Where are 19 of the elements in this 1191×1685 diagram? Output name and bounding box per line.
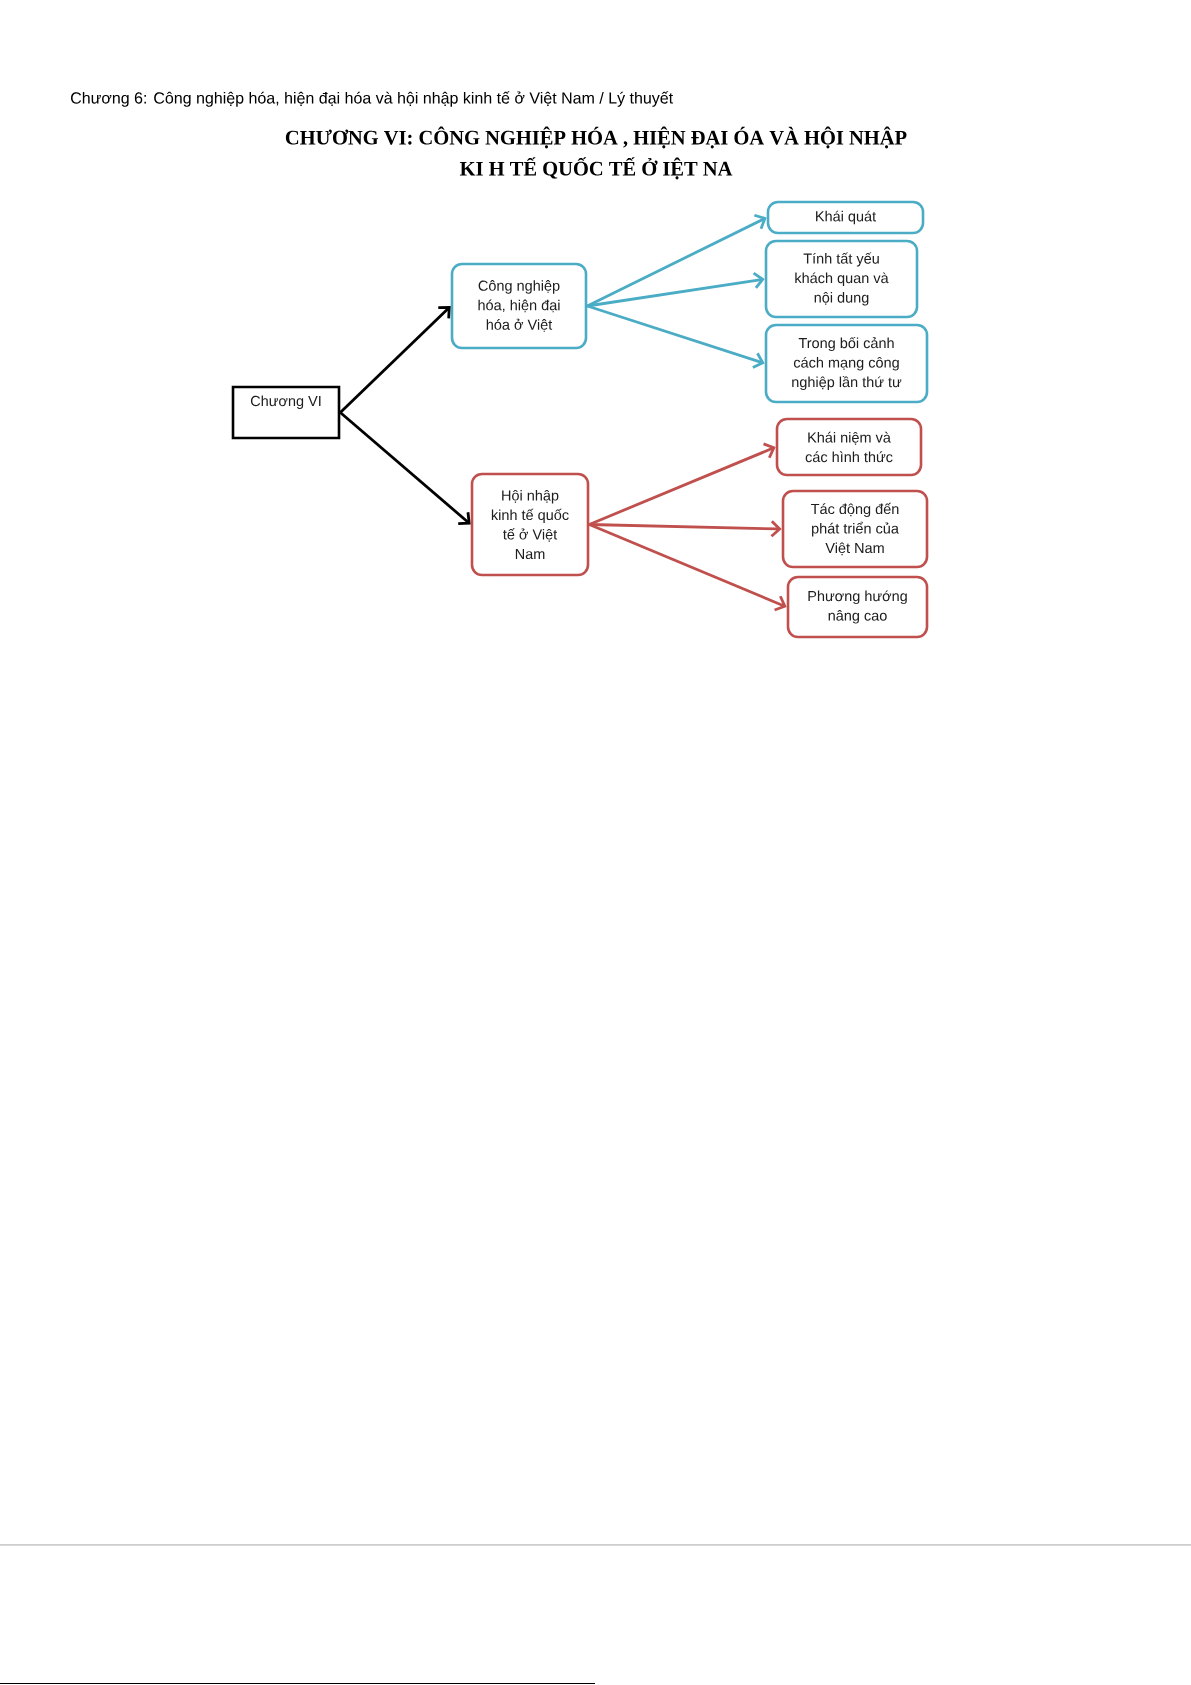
- arrow: [339, 411, 471, 526]
- subtopic-box: Tác động đến phát triển của Việt Nam: [781, 489, 929, 569]
- arrow: [589, 520, 782, 538]
- subtopic-box: Khái quát: [766, 200, 925, 235]
- topic-box: Công nghiệp hóa, hiện đại hóa ở Việt: [450, 262, 588, 350]
- arrow: [586, 304, 765, 369]
- subtopic-box: Tính tất yếu khách quan và nội dung: [764, 239, 919, 319]
- arrow: [588, 442, 776, 526]
- arrow: [587, 271, 765, 308]
- topic-box: Hội nhập kinh tế quốc tế ở Việt Nam: [470, 472, 590, 577]
- subtopic-box: Phương hướng nâng cao: [786, 575, 929, 639]
- page-title: CHƯƠNG VI: CÔNG NGHIỆP HÓA , HIỆN ĐẠI ÓA VÀ HỘI NHẬP KI H TẾ QUỐC TẾ Ở IỆT NA: [285, 126, 907, 180]
- breadcrumb: Chương 6: Công nghiệp hóa, hiện đại hóa và hội nhập kinh tế ở Việt Nam / Lý thuyết: [71, 91, 674, 107]
- arrow: [588, 523, 787, 612]
- subtopic-box: Trong bối cảnh cách mạng công nghiệp lần thứ tư: [764, 323, 929, 404]
- chapter-box: Chương VI: [231, 385, 341, 440]
- arrow: [586, 213, 767, 308]
- arrow: [339, 306, 451, 414]
- subtopic-box: Khái niệm và các hình thức: [775, 417, 923, 477]
